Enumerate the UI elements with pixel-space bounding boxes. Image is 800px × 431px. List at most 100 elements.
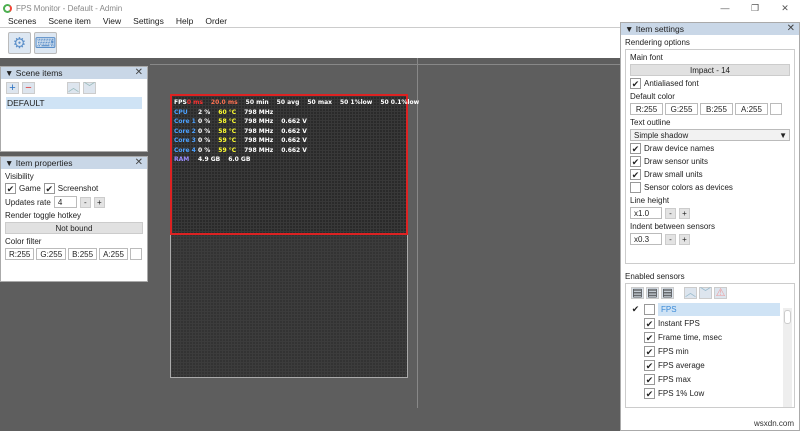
sensor-checkbox[interactable]: ✔ [644, 317, 655, 329]
updates-rate-label: Updates rate [5, 197, 51, 207]
minimize-button[interactable]: — [720, 3, 730, 13]
sensor-item[interactable]: ✔FPS average [626, 358, 794, 372]
keyboard-icon: ⌨ [34, 35, 57, 52]
sensor-item[interactable]: ✔Frame time, msec [626, 330, 794, 344]
close-icon[interactable]: ✕ [134, 67, 143, 78]
color-r-field[interactable]: R:255 [630, 103, 663, 115]
close-icon[interactable]: ✕ [134, 157, 143, 168]
overlay-value: 2 % [198, 108, 211, 116]
overlay-value: 0.662 V [281, 118, 307, 126]
menu-help[interactable]: Help [175, 16, 194, 26]
game-checkbox[interactable]: ✔ [5, 183, 16, 194]
indent-input[interactable]: x0.3 [630, 233, 662, 245]
sensor-item[interactable]: ✔FPS 1% Low [626, 386, 794, 400]
screenshot-checkbox[interactable]: ✔ [43, 183, 55, 194]
overlay-value: 798 MHz [244, 118, 274, 126]
scrollbar-thumb[interactable] [784, 310, 791, 324]
overlay-value: 0.662 V [281, 127, 307, 135]
sensor-checkbox[interactable]: ✔ [644, 331, 655, 343]
title-bar: FPS Monitor - Default - Admin — ❐ ✕ [0, 0, 800, 16]
sensor-checkbox[interactable]: ✔ [644, 345, 655, 357]
edit-sensor-icon[interactable]: ▤ [661, 287, 674, 299]
close-button[interactable]: ✕ [781, 3, 789, 13]
hotkeys-button[interactable]: ⌨ [34, 32, 57, 54]
draw-units-checkbox[interactable]: ✔ [630, 156, 641, 167]
text-outline-select[interactable]: Simple shadow▼ [630, 129, 790, 141]
menu-settings[interactable]: Settings [133, 16, 164, 26]
overlay-value: 6.0 GB [228, 156, 251, 164]
sensor-label: Instant FPS [658, 318, 700, 328]
color-swatch[interactable] [129, 248, 142, 260]
add-sensor-icon[interactable]: ▤ [631, 287, 644, 299]
rendering-options-group: Main font Impact - 14 ✔Antialiased font … [625, 49, 795, 264]
decrement-button[interactable]: - [79, 196, 91, 208]
sensor-checkbox[interactable]: ✔ [644, 373, 655, 385]
color-b-field[interactable]: B:255 [700, 103, 733, 115]
sensors-group: ▤ ▤ ▤ ︿ ﹀ ⚠ ✔ FPS ✔Instant FPS✔Frame tim… [625, 283, 795, 408]
sensor-checkbox[interactable]: ✔ [644, 387, 655, 399]
increment-button[interactable]: + [679, 233, 690, 245]
increment-button[interactable]: + [93, 196, 105, 208]
warning-icon[interactable]: ⚠ [714, 287, 727, 299]
remove-sensor-icon[interactable]: ▤ [646, 287, 659, 299]
color-g-field[interactable]: G:255 [665, 103, 698, 115]
sensor-colors-checkbox[interactable] [630, 182, 641, 193]
move-down-icon[interactable]: ﹀ [699, 287, 712, 299]
sensor-item[interactable]: ✔Instant FPS [626, 316, 794, 330]
color-a-field[interactable]: A:255 [99, 248, 128, 260]
sensor-checkbox[interactable]: ✔ [644, 359, 655, 371]
draw-names-label: Draw device names [644, 144, 715, 153]
remove-item-button[interactable]: − [22, 82, 35, 94]
sensor-item[interactable]: ✔FPS max [626, 372, 794, 386]
updates-rate-input[interactable]: 4 [53, 196, 77, 208]
overlay-label: CPU [174, 108, 188, 116]
add-item-button[interactable]: + [6, 82, 19, 94]
overlay-value: 60 °C [218, 108, 237, 116]
line-height-input[interactable]: x1.0 [630, 207, 662, 219]
menu-order[interactable]: Order [205, 16, 228, 26]
move-up-button[interactable]: ︿ [67, 82, 80, 94]
hotkey-button[interactable]: Not bound [5, 222, 143, 234]
overlay-value: 50 min [245, 99, 269, 107]
scene-item-default[interactable]: DEFAULT [6, 97, 142, 109]
increment-button[interactable]: + [679, 207, 690, 219]
maximize-button[interactable]: ❐ [750, 3, 760, 13]
draw-small-units-checkbox[interactable]: ✔ [630, 169, 641, 180]
move-down-button[interactable]: ﹀ [83, 82, 96, 94]
color-r-field[interactable]: R:255 [5, 248, 35, 260]
gear-icon: ⚙ [12, 35, 27, 52]
sensor-group-fps[interactable]: ✔ FPS [626, 302, 794, 316]
overlay-value: 798 MHz [244, 108, 274, 116]
color-g-field[interactable]: G:255 [36, 248, 67, 260]
color-b-field[interactable]: B:255 [68, 248, 98, 260]
menu-scene-item[interactable]: Scene item [48, 16, 91, 26]
overlay-label: RAM [174, 156, 190, 164]
color-swatch[interactable] [770, 103, 782, 115]
indent-label: Indent between sensors [630, 222, 715, 231]
panel-title: Item properties [15, 158, 73, 168]
app-logo-icon [3, 3, 12, 13]
rendering-options-label: Rendering options [625, 38, 690, 47]
menu-view[interactable]: View [102, 16, 122, 26]
group-checkbox[interactable]: ✔ [630, 303, 641, 315]
overlay-value: 59 °C [218, 146, 237, 154]
menu-scenes[interactable]: Scenes [8, 16, 37, 26]
move-up-icon[interactable]: ︿ [684, 287, 697, 299]
group-color-box[interactable] [644, 303, 655, 315]
color-a-field[interactable]: A:255 [735, 103, 768, 115]
close-icon[interactable]: ✕ [786, 23, 795, 34]
overlay-row: CPU 2 % 60 °C 798 MHz [174, 108, 404, 118]
overlay-value: 20.0 ms [210, 99, 238, 107]
scrollbar[interactable] [783, 308, 792, 407]
font-button[interactable]: Impact - 14 [630, 64, 790, 76]
sensor-item[interactable]: ✔FPS min [626, 344, 794, 358]
settings-gear-button[interactable]: ⚙ [8, 32, 31, 54]
panel-header: ▼ Item settings✕ [621, 23, 799, 35]
draw-names-checkbox[interactable]: ✔ [630, 143, 641, 154]
decrement-button[interactable]: - [665, 207, 676, 219]
antialiased-checkbox[interactable]: ✔ [630, 78, 641, 89]
decrement-button[interactable]: - [665, 233, 676, 245]
overlay-value: 50 1%low [339, 99, 373, 107]
